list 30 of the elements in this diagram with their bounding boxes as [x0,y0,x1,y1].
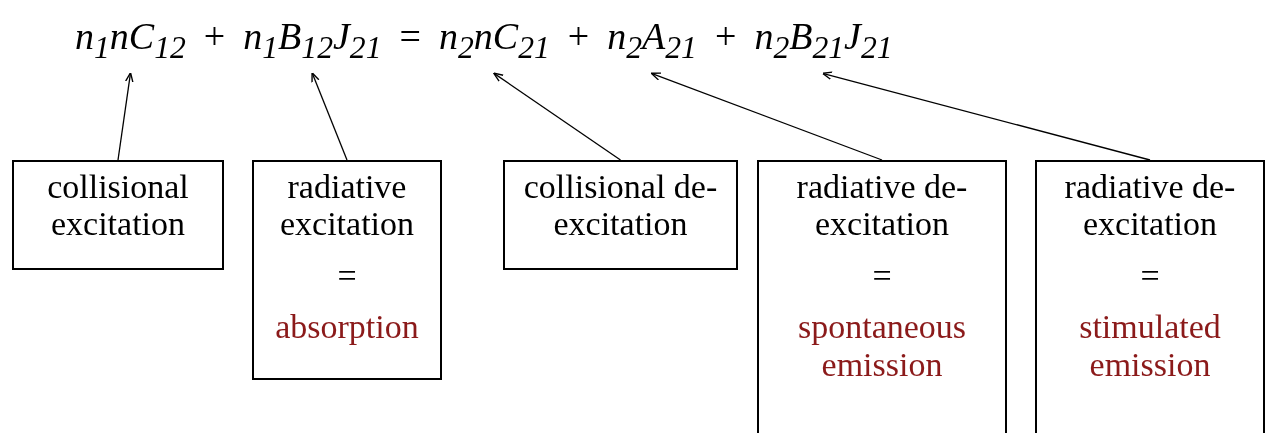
equation-term: n$_{2}$B$_{21}$J$_{21}$ [754,14,893,66]
leader-arrow [650,72,883,161]
process-name: radiative de-excitation [795,168,969,243]
equation-term: n$_{1}$B$_{12}$J$_{21}$ [243,14,382,66]
equation-term: n$_{2}$A$_{21}$ [607,14,697,66]
equation-term: n$_{2}$nC$_{21}$ [438,14,550,66]
leader-arrow [492,72,622,161]
leader-arrow [117,72,134,161]
math-operator: = [399,14,421,58]
process-name: collisional excitation [46,168,190,243]
label-box [757,160,1007,433]
label-box [1035,160,1265,433]
effect-name: spontaneous emission [796,308,968,383]
label-box [503,160,738,270]
effect-name: absorption [275,308,419,346]
math-operator: + [567,14,590,58]
process-name: radiative de-excitation [1063,168,1237,243]
effect-name: stimulated emission [1078,308,1222,383]
process-name: collisional de-excitation [522,168,719,243]
equals-sign: = [1140,256,1160,295]
equation-term: n$_{1}$nC$_{12}$ [75,14,186,66]
math-operator: + [714,14,737,58]
process-name: radiative excitation [278,168,416,243]
equals-sign: = [872,256,892,295]
label-box [252,160,442,380]
math-operator: + [203,14,226,58]
leader-arrow [311,72,348,161]
equals-sign: = [337,256,357,295]
label-box [12,160,224,270]
leader-arrow [821,71,1151,161]
